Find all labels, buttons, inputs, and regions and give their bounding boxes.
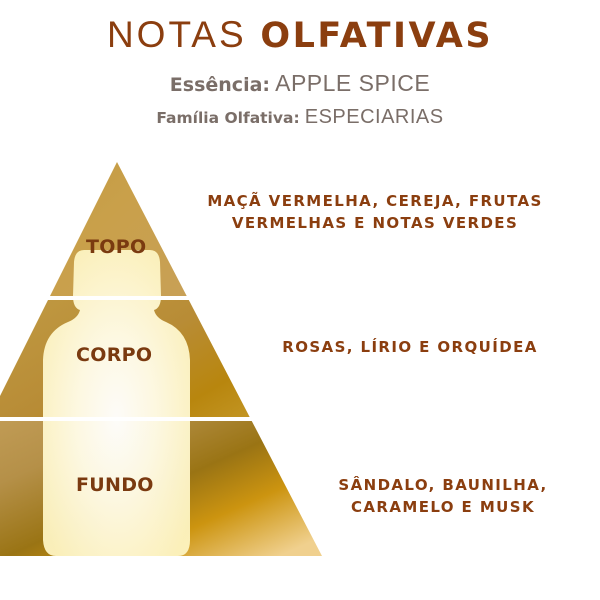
level-label-bottom: FUNDO: [76, 474, 154, 496]
notes-top-line1: MAÇÃ VERMELHA, CEREJA, FRUTAS: [207, 192, 543, 210]
title-light: NOTAS: [106, 14, 247, 55]
notes-bottom-line1: SÂNDALO, BAUNILHA,: [338, 476, 548, 494]
family-value: ESPECIARIAS: [304, 106, 444, 128]
notes-middle-line1: ROSAS, LÍRIO E ORQUÍDEA: [282, 338, 538, 356]
notes-bottom: SÂNDALO, BAUNILHA, CARAMELO E MUSK: [318, 474, 568, 518]
notes-top-line2: VERMELHAS E NOTAS VERDES: [231, 214, 519, 232]
family-label: Família Olfativa:: [156, 109, 300, 127]
notes-top: MAÇÃ VERMELHA, CEREJA, FRUTAS VERMELHAS …: [180, 190, 570, 234]
family-line: Família Olfativa: ESPECIARIAS: [0, 106, 600, 129]
notes-middle: ROSAS, LÍRIO E ORQUÍDEA: [260, 336, 560, 358]
title-bold: OLFATIVAS: [260, 16, 494, 56]
level-label-middle: CORPO: [76, 344, 153, 366]
page-title: NOTAS OLFATIVAS: [0, 14, 600, 56]
essence-label: Essência:: [169, 74, 271, 96]
essence-line: Essência: APPLE SPICE: [0, 70, 600, 97]
level-label-top: TOPO: [86, 236, 147, 258]
perfume-bottle-icon: [43, 250, 190, 556]
notes-bottom-line2: CARAMELO E MUSK: [351, 498, 535, 516]
essence-value: APPLE SPICE: [275, 70, 431, 96]
